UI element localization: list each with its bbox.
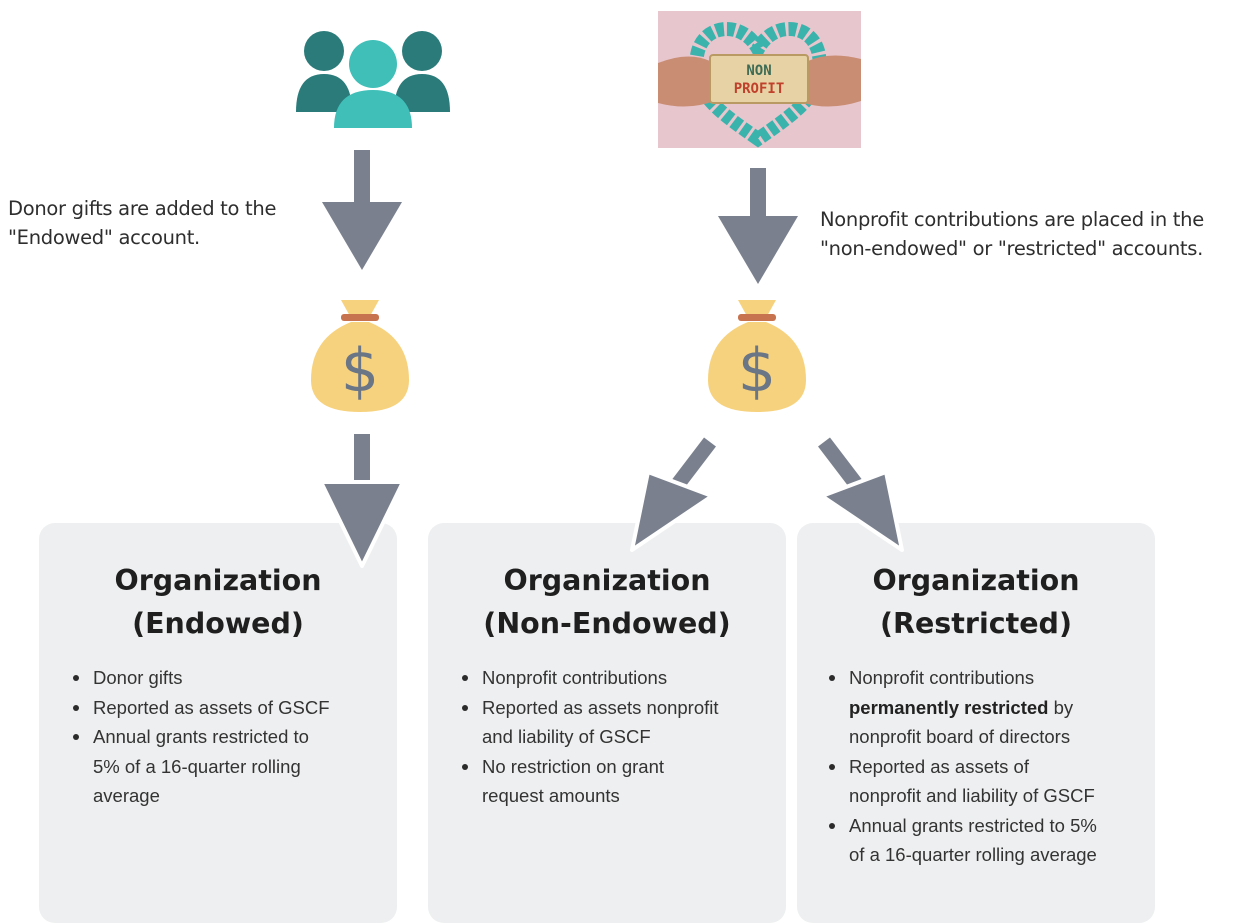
list-item: Reported as assets of GSCF	[73, 693, 397, 723]
card-title: Organization(Non-Endowed)	[483, 564, 731, 640]
card-list: Nonprofit contributions permanently rest…	[797, 663, 1155, 870]
card-non-endowed: Organization(Non-Endowed) Nonprofit cont…	[428, 523, 786, 923]
arrow-diagonal-right-icon	[818, 437, 904, 552]
photo-text-profit: PROFIT	[734, 81, 785, 97]
card-list: Nonprofit contributions Reported as asse…	[428, 663, 786, 811]
arrow-down-icon	[319, 434, 405, 568]
right-caption: Nonprofit contributions are placed in th…	[820, 208, 1204, 260]
bold-text: permanently restricted	[849, 696, 1049, 718]
card-list: Donor gifts Reported as assets of GSCF A…	[39, 663, 397, 811]
arrow-down-icon	[322, 150, 402, 270]
dollar-sign: $	[341, 336, 379, 406]
money-bag-icon: $	[311, 300, 409, 412]
list-item: Donor gifts	[73, 663, 397, 693]
list-item: No restriction on grant request amounts	[462, 752, 786, 811]
nonprofit-photo: NON PROFIT	[658, 11, 861, 148]
photo-text-non: NON	[746, 63, 771, 79]
list-item: Reported as assets nonprofit and liabili…	[462, 693, 786, 752]
dollar-sign: $	[738, 336, 776, 406]
list-item: Reported as assets of nonprofit and liab…	[829, 752, 1155, 811]
list-item: Annual grants restricted to 5% of a 16-q…	[73, 722, 397, 811]
arrow-diagonal-left-icon	[630, 437, 716, 552]
list-item: Nonprofit contributions permanently rest…	[829, 663, 1155, 752]
donors-icon	[296, 31, 450, 128]
left-caption: Donor gifts are added to the "Endowed" a…	[8, 197, 277, 249]
card-restricted: Organization(Restricted) Nonprofit contr…	[797, 523, 1155, 923]
money-bag-icon: $	[708, 300, 806, 412]
card-title: Organization(Restricted)	[872, 564, 1080, 640]
list-item: Annual grants restricted to 5% of a 16-q…	[829, 811, 1155, 870]
card-title: Organization(Endowed)	[114, 564, 322, 640]
list-item: Nonprofit contributions	[462, 663, 786, 693]
arrow-down-icon	[718, 168, 798, 284]
card-endowed: Organization(Endowed) Donor gifts Report…	[39, 523, 397, 923]
